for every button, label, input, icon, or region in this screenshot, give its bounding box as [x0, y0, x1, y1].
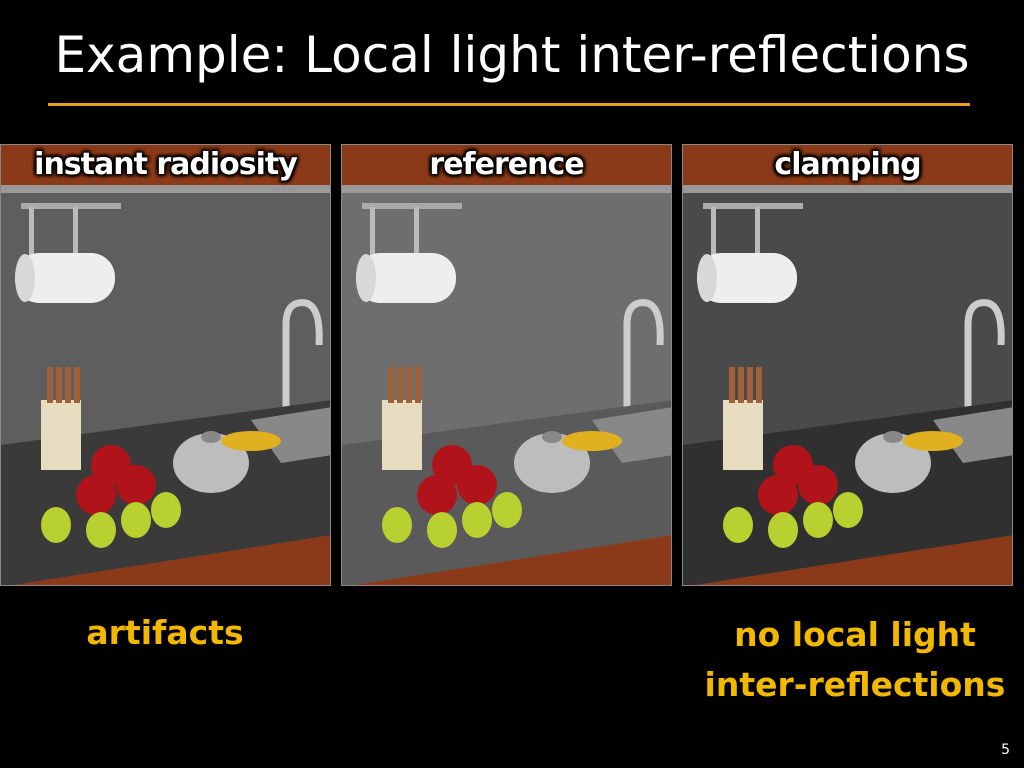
page-number: 5 — [1001, 742, 1010, 758]
lower-cabinet — [13, 535, 330, 585]
sink — [251, 407, 330, 463]
top-cabinet — [1, 145, 330, 185]
apple — [417, 475, 457, 515]
pear — [723, 507, 753, 543]
panel-instant-radiosity: instant radiosity — [0, 144, 331, 586]
knife-handle — [747, 367, 753, 403]
yellow-plate — [562, 431, 622, 451]
apple — [76, 475, 116, 515]
knife-handle — [397, 367, 403, 403]
pear — [382, 507, 412, 543]
knife-handle — [56, 367, 62, 403]
wall-rail — [703, 203, 803, 209]
pear — [768, 512, 798, 548]
pear — [86, 512, 116, 548]
kitchen-render-image — [683, 145, 1012, 585]
paper-towel-end — [356, 254, 376, 302]
kettle-knob — [201, 431, 221, 443]
holder-arm — [755, 207, 760, 257]
title-underline — [48, 103, 970, 106]
knife-handle — [729, 367, 735, 403]
paper-towel-end — [697, 254, 717, 302]
cabinet-rail — [683, 185, 1012, 193]
faucet — [282, 299, 323, 415]
kitchen-render-image — [342, 145, 671, 585]
knife-handle — [74, 367, 80, 403]
pear — [41, 507, 71, 543]
top-cabinet — [342, 145, 671, 185]
lower-cabinet — [695, 535, 1012, 585]
holder-arm — [711, 207, 716, 257]
paper-towel-roll — [356, 253, 456, 303]
caption-artifacts: artifacts — [40, 608, 290, 658]
knife-handle — [65, 367, 71, 403]
slide-title: Example: Local light inter-reflections — [54, 26, 970, 84]
pear — [121, 502, 151, 538]
knife-block — [723, 400, 763, 470]
panel-label-instant-radiosity: instant radiosity — [34, 147, 298, 182]
lower-cabinet — [354, 535, 671, 585]
top-cabinet — [683, 145, 1012, 185]
knife-handle — [756, 367, 762, 403]
kettle-knob — [542, 431, 562, 443]
paper-towel-end — [15, 254, 35, 302]
holder-arm — [414, 207, 419, 257]
caption-artifacts-text: artifacts — [86, 613, 244, 652]
faucet — [964, 299, 1005, 415]
pear — [803, 502, 833, 538]
knife-handle — [415, 367, 421, 403]
knife-block — [382, 400, 422, 470]
cabinet-rail — [342, 185, 671, 193]
pear — [462, 502, 492, 538]
knife-handle — [47, 367, 53, 403]
panel-clamping: clamping — [682, 144, 1013, 586]
pear — [492, 492, 522, 528]
wall-rail — [21, 203, 121, 209]
caption-line-2: inter-reflections — [704, 665, 1006, 704]
knife-block — [41, 400, 81, 470]
panel-reference: reference — [341, 144, 672, 586]
holder-arm — [370, 207, 375, 257]
knife-handle — [738, 367, 744, 403]
paper-towel-roll — [697, 253, 797, 303]
yellow-plate — [903, 431, 963, 451]
knife-handle — [406, 367, 412, 403]
wall-rail — [362, 203, 462, 209]
sink — [933, 407, 1012, 463]
pear — [427, 512, 457, 548]
caption-no-local-light: no local light inter-reflections — [690, 610, 1020, 710]
panel-label-clamping: clamping — [774, 147, 921, 182]
caption-line-1: no local light — [734, 615, 976, 654]
apple — [91, 445, 131, 485]
holder-arm — [73, 207, 78, 257]
pear — [151, 492, 181, 528]
yellow-plate — [221, 431, 281, 451]
knife-handle — [388, 367, 394, 403]
apple — [432, 445, 472, 485]
holder-arm — [29, 207, 34, 257]
panel-label-reference: reference — [429, 147, 584, 182]
cabinet-rail — [1, 185, 330, 193]
kettle-knob — [883, 431, 903, 443]
kitchen-render-image — [1, 145, 330, 585]
sink — [592, 407, 671, 463]
apple — [773, 445, 813, 485]
faucet — [623, 299, 664, 415]
apple — [758, 475, 798, 515]
pear — [833, 492, 863, 528]
paper-towel-roll — [15, 253, 115, 303]
